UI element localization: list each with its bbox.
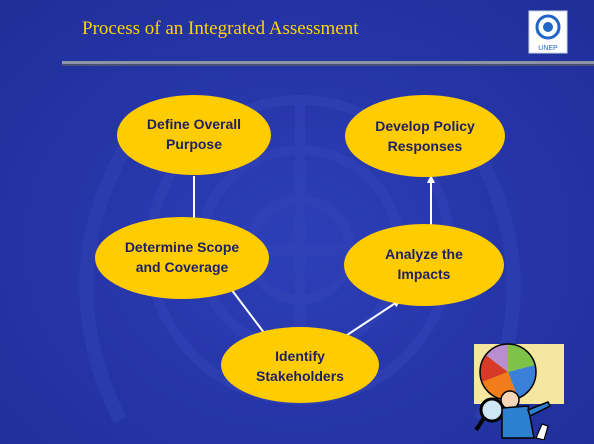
node-scope-line2: and Coverage [135, 259, 229, 275]
node-policy-ellipse [345, 95, 505, 177]
node-impacts-ellipse [344, 224, 504, 306]
node-stakeholders-line2: Stakeholders [256, 368, 344, 384]
person-with-magnifier-and-pie-chart-icon [474, 343, 564, 440]
node-scope-ellipse [95, 217, 269, 299]
node-impacts-label: Analyze the Impacts [349, 244, 499, 284]
node-policy-line1: Develop Policy [375, 118, 475, 134]
node-policy-line2: Responses [387, 138, 463, 154]
node-stakeholders-line1: Identify [275, 348, 325, 364]
node-define-line1: Define Overall [146, 116, 242, 132]
node-scope-label: Determine Scope and Coverage [107, 237, 257, 277]
title-rule [62, 61, 594, 64]
node-impacts-line2: Impacts [397, 266, 451, 282]
node-scope-line1: Determine Scope [124, 239, 240, 255]
node-define-line2: Purpose [165, 136, 222, 152]
node-define-label: Define Overall Purpose [119, 114, 269, 154]
node-impacts-line1: Analyze the [385, 246, 463, 262]
node-define-ellipse [117, 95, 271, 175]
slide-title: Process of an Integrated Assessment [82, 18, 359, 39]
node-policy-label: Develop Policy Responses [350, 116, 500, 156]
arrow-scope-to-stakeholders [227, 284, 269, 339]
logo-text: UNEP [538, 45, 558, 52]
node-stakeholders-ellipse [221, 327, 379, 403]
unep-logo-icon: UNEP [528, 10, 568, 54]
title-rule-shadow [62, 64, 594, 66]
node-stakeholders-label: Identify Stakeholders [225, 346, 375, 386]
